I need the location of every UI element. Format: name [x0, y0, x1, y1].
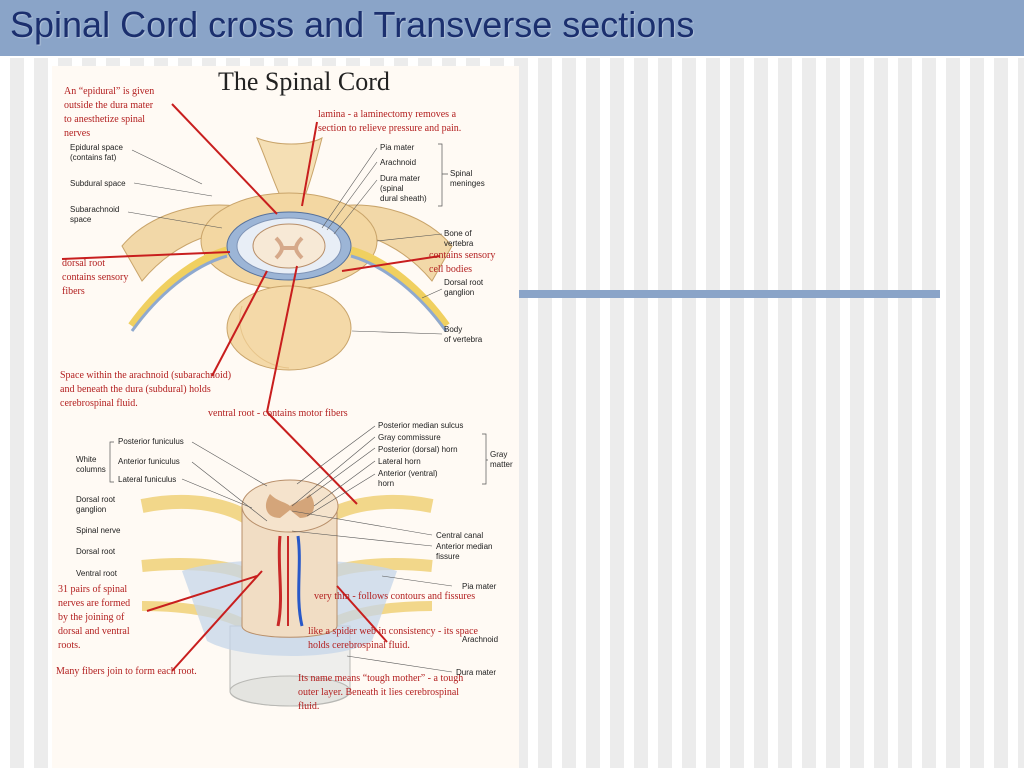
- note-epidural-3: to anesthetize spinal: [64, 114, 145, 125]
- spinal-cord-figure: The Spinal Cord An “epidural” is given o…: [52, 66, 519, 768]
- note-lamina-1: lamina - a laminectomy removes a: [318, 109, 457, 120]
- note-pairs-4: dorsal and ventral: [58, 626, 130, 637]
- label-dorsal-root: Dorsal root: [76, 547, 116, 556]
- label-pia: Pia mater: [380, 143, 415, 152]
- label-ant-horn-2: horn: [378, 479, 394, 488]
- note-tough-2: outer layer. Beneath it lies cerebrospin…: [298, 687, 459, 698]
- label-arachnoid: Arachnoid: [380, 158, 416, 167]
- label-post-horn: Posterior (dorsal) horn: [378, 445, 458, 454]
- note-epidural-4: nerves: [64, 128, 90, 139]
- label-dura-bottom: Dura mater: [456, 668, 496, 677]
- note-dorsal-3: fibers: [62, 286, 85, 297]
- figure-heading: The Spinal Cord: [218, 67, 390, 96]
- note-dorsal-2: contains sensory: [62, 272, 128, 283]
- note-tough-1: Its name means “tough mother” - a tough: [298, 673, 463, 684]
- slide-title: Spinal Cord cross and Transverse section…: [10, 4, 695, 45]
- note-sensory-2: cell bodies: [429, 264, 472, 275]
- label-white-2: columns: [76, 465, 106, 474]
- label-drg-bottom-1: Dorsal root: [76, 495, 116, 504]
- label-central-canal: Central canal: [436, 531, 483, 540]
- label-gray-2: matter: [490, 460, 513, 469]
- note-dorsal-1: dorsal root: [62, 258, 105, 269]
- label-ventral-root: Ventral root: [76, 569, 118, 578]
- note-tough-3: fluid.: [298, 701, 319, 712]
- label-arachnoid-bottom: Arachnoid: [462, 635, 498, 644]
- label-drg-top-2: ganglion: [444, 288, 474, 297]
- note-pairs-5: roots.: [58, 640, 81, 651]
- note-web-1: like a spider web in consistency - its s…: [308, 626, 479, 637]
- note-sensory-1: contains sensory: [429, 250, 495, 261]
- label-bone-1: Bone of: [444, 229, 472, 238]
- note-lamina-2: section to relieve pressure and pain.: [318, 123, 461, 134]
- label-ant-fissure-2: fissure: [436, 552, 460, 561]
- label-body-1: Body: [444, 325, 462, 334]
- label-subarachnoid-2: space: [70, 215, 92, 224]
- label-dura-3: dural sheath): [380, 194, 427, 203]
- label-subdural: Subdural space: [70, 179, 126, 188]
- label-drg-top-1: Dorsal root: [444, 278, 484, 287]
- note-epidural-2: outside the dura mater: [64, 100, 154, 111]
- label-lat-fun: Lateral funiculus: [118, 475, 176, 484]
- label-epidural-space-1: Epidural space: [70, 143, 123, 152]
- label-ant-fun: Anterior funiculus: [118, 457, 180, 466]
- bottom-label-leaders: [181, 425, 453, 673]
- spinal-cord-illustration: The Spinal Cord An “epidural” is given o…: [56, 67, 513, 712]
- cord-section-illustration: [140, 479, 434, 707]
- label-gray-comm: Gray commissure: [378, 433, 441, 442]
- note-space-3: cerebrospinal fluid.: [60, 398, 138, 409]
- note-pairs-3: by the joining of: [58, 612, 125, 623]
- note-web-2: holds cerebrospinal fluid.: [308, 640, 410, 651]
- note-ventral: ventral root - contains motor fibers: [208, 408, 348, 419]
- note-thin: very thin - follows contours and fissure…: [314, 591, 475, 602]
- note-pairs-2: nerves are formed: [58, 598, 130, 609]
- label-body-2: of vertebra: [444, 335, 483, 344]
- note-epidural-1: An “epidural” is given: [64, 86, 154, 97]
- label-meninges-1: Spinal: [450, 169, 472, 178]
- label-post-fun: Posterior funiculus: [118, 437, 184, 446]
- note-space-1: Space within the arachnoid (subarachnoid…: [60, 370, 231, 381]
- label-white-1: White: [76, 455, 97, 464]
- note-many: Many fibers join to form each root.: [56, 666, 197, 677]
- red-leader-lines: [61, 103, 441, 672]
- label-drg-bottom-2: ganglion: [76, 505, 106, 514]
- note-pairs-1: 31 pairs of spinal: [58, 584, 127, 595]
- label-bone-2: vertebra: [444, 239, 474, 248]
- label-subarachnoid-1: Subarachnoid: [70, 205, 119, 214]
- label-pia-bottom: Pia mater: [462, 582, 497, 591]
- label-post-median: Posterior median sulcus: [378, 421, 463, 430]
- label-meninges-2: meninges: [450, 179, 485, 188]
- label-ant-fissure-1: Anterior median: [436, 542, 492, 551]
- vertebra-illustration: [121, 137, 453, 371]
- label-spinal-nerve: Spinal nerve: [76, 526, 121, 535]
- label-lat-horn: Lateral horn: [378, 457, 421, 466]
- label-dura-2: (spinal: [380, 184, 404, 193]
- label-epidural-space-2: (contains fat): [70, 153, 117, 162]
- accent-rule: [518, 290, 940, 298]
- label-gray-1: Gray: [490, 450, 507, 459]
- label-dura-1: Dura mater: [380, 174, 420, 183]
- title-bar: Spinal Cord cross and Transverse section…: [0, 0, 1024, 56]
- note-space-2: and beneath the dura (subdural) holds: [60, 384, 211, 395]
- label-ant-horn-1: Anterior (ventral): [378, 469, 438, 478]
- top-label-leaders: [127, 147, 443, 335]
